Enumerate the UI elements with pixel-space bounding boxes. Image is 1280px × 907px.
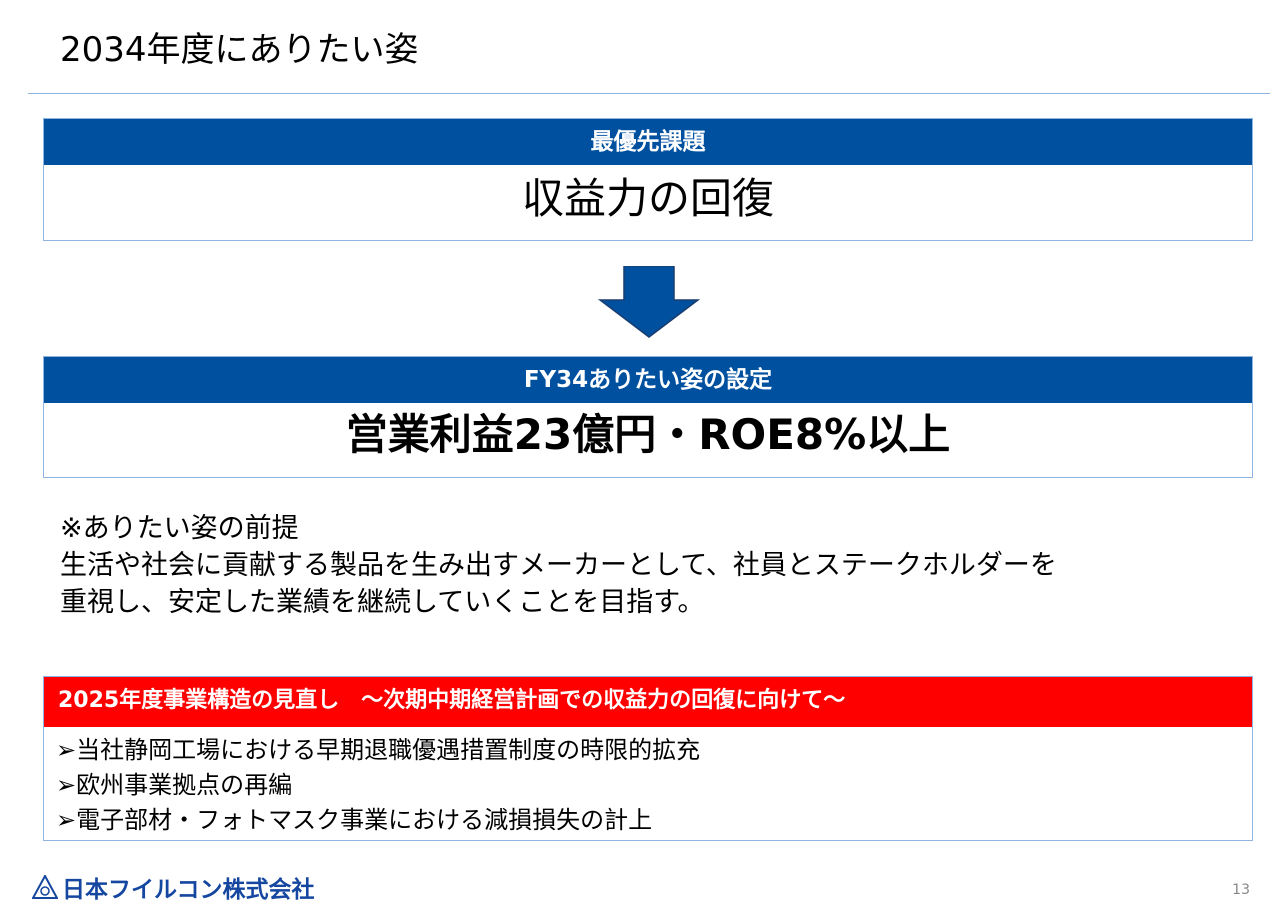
target-box: FY34ありたい姿の設定 営業利益23億円・ROE8%以上	[43, 356, 1253, 478]
title-divider	[28, 93, 1270, 94]
down-arrow-icon	[598, 266, 700, 338]
premise-note: ※ありたい姿の前提 生活や社会に貢献する製品を生み出すメーカーとして、社員とステ…	[60, 510, 1057, 621]
priority-box: 最優先課題 収益力の回復	[43, 118, 1253, 241]
premise-line: 生活や社会に貢献する製品を生み出すメーカーとして、社員とステークホルダーを	[60, 550, 1057, 581]
slide-title: 2034年度にありたい姿	[60, 30, 419, 70]
list-item: ➢電子部材・フォトマスク事業における減損損失の計上	[56, 806, 653, 834]
company-logo: 日本フイルコン株式会社	[32, 870, 315, 904]
company-name: 日本フイルコン株式会社	[62, 877, 315, 903]
restructuring-header: 2025年度事業構造の見直し ～次期中期経営計画での収益力の回復に向けて～	[44, 677, 1252, 727]
priority-body: 収益力の回復	[521, 174, 774, 223]
restructuring-box: 2025年度事業構造の見直し ～次期中期経営計画での収益力の回復に向けて～ ➢当…	[43, 676, 1253, 841]
logo-mark-icon	[32, 875, 58, 899]
target-header: FY34ありたい姿の設定	[44, 357, 1252, 403]
page-number: 13	[1232, 882, 1250, 898]
target-body: 営業利益23億円・ROE8%以上	[345, 410, 951, 459]
list-item: ➢当社静岡工場における早期退職優遇措置制度の時限的拡充	[56, 736, 701, 764]
premise-heading: ※ありたい姿の前提	[60, 513, 299, 544]
priority-header: 最優先課題	[44, 119, 1252, 165]
list-item: ➢欧州事業拠点の再編	[56, 771, 293, 799]
premise-line: 重視し、安定した業績を継続していくことを目指す。	[60, 587, 705, 618]
